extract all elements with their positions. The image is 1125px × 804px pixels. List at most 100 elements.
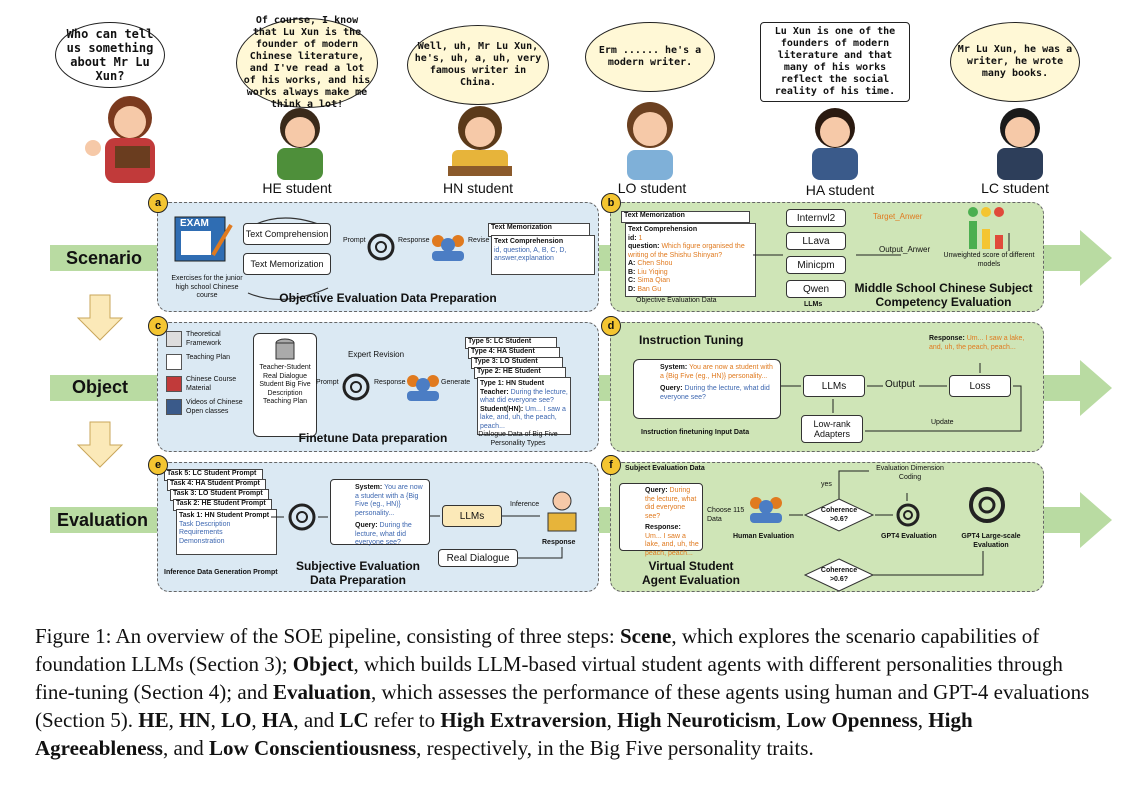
database-icon [275,338,295,360]
badge-c: c [148,316,168,336]
f-coherence2: Coherence >0.6? [820,567,858,583]
plan-icon [166,354,182,370]
he-label: HE student [262,180,332,196]
lo-label: LO student [617,180,687,196]
e-inference-label: Inference [510,501,540,508]
d-input-box: System: You are now a student with a {Bi… [633,359,781,419]
row-label-scenario: Scenario [66,248,143,268]
c-db-box: Teacher-Student Real Dialogue Student Bi… [253,333,317,437]
e-reader-icon [547,491,577,532]
f-yes: yes [821,481,832,488]
b-target: Target_Anwer [873,212,923,221]
panel-d: Instruction Tuning System: You are now a… [610,322,1044,452]
d-lora-box: Low-rank Adapters [801,415,863,443]
panel-e-title: Subjective Evaluation Data Preparation [295,559,421,587]
exam-label: EXAM [180,218,209,229]
panel-a: EXAM Exercises for the junior high schoo… [157,202,599,312]
e-connectors [271,515,563,559]
teacher-bubble: Who can tell us something about Mr Lu Xu… [55,22,165,88]
b-output: Output_Anwer [879,245,931,254]
lc-label: LC student [981,180,1049,196]
f-data-box: Query: During the lecture, what did ever… [619,483,703,557]
panel-c-title: Finetune Data preparation [298,431,448,445]
text-memorization-box: Text Memorization [243,253,331,275]
b-card-front: Text Comprehension id: 1 question: Which… [625,223,756,297]
d-input-caption: Instruction finetuning Input Data [641,429,750,436]
row-label-object: Object [72,377,129,397]
badge-b: b [601,193,621,213]
e-inf-caption: Inference Data Generation Prompt [164,569,278,576]
f-diamonds [789,470,984,591]
framework-icon [166,331,182,347]
d-output-label: Output [885,379,916,390]
b-llms-caption: LLMs [804,301,823,308]
he-student-figure [277,108,323,180]
ha-label: HA student [805,182,875,198]
panel-f: Subject Evaluation Data Query: During th… [610,462,1044,592]
model-llava: LLava [786,232,846,250]
e-chatgpt-icon [288,503,316,531]
lc-student-figure [997,108,1043,180]
c-expert-label: Expert Revision [348,350,405,359]
panel-a-title: Objective Evaluation Data Preparation [279,291,497,305]
f-coherence1: Coherence >0.6? [820,507,858,523]
reviewers-icon [432,235,464,261]
down-arrow-1 [76,294,124,341]
panel-f-title: Virtual Student Agent Evaluation [641,559,740,587]
b-connectors [753,233,1010,256]
d-loss-box: Loss [949,375,1011,397]
badge-e: e [148,455,168,475]
response-label: Response [398,237,430,244]
f-choose-label: Choose 115 Data [707,507,745,523]
task1: Task 1: HN Student Prompt Task Descripti… [176,509,277,555]
lc-bubble: Mr Lu Xun, he was a writer, he wrote man… [950,22,1080,102]
row-label-evaluation: Evaluation [57,510,149,530]
f-data-title: Subject Evaluation Data [625,465,705,472]
c-prompt-label: Prompt [316,379,339,386]
c-chatgpt-icon [342,373,370,401]
f-gpt4-icon [896,503,920,527]
hn-label: HN student [442,180,514,196]
f-gpt4-large-label: GPT4 Large-scale Evaluation [961,533,1021,549]
hn-student-figure [448,106,512,176]
c-reviewers-icon [407,375,439,401]
c-dialog-caption: Dialogue Data of Big Five Personality Ty… [478,431,558,447]
c-response-label: Response [374,379,406,386]
video-icon [166,399,182,415]
text-comprehension-box: Text Comprehension [243,223,331,245]
ha-student-figure [812,108,858,180]
panel-d-title: Instruction Tuning [639,333,744,347]
exam-icon [174,216,233,262]
model-internvl2: Internvl2 [786,209,846,227]
c-generate-label: Generate [441,379,471,386]
e-dialog-box: System: You are now a student with a {Bi… [330,479,430,546]
badge-f: f [601,455,621,475]
down-arrow-2 [76,421,124,468]
lo-bubble: Erm ...... he's a modern writer. [585,22,715,92]
f-gpt4-label: GPT4 Evaluation [881,533,937,540]
out-card-front: Text Comprehension id, question, A, B, C… [491,235,595,275]
panel-e: Task 5: LC Student Prompt Task 4: HA Stu… [157,462,599,592]
b-score-caption: Unweighted score of different models [943,252,1035,268]
panel-c: Theoretical Framework Teaching Plan Chin… [157,322,599,452]
model-minicpm: Minicpm [786,256,846,274]
badge-a: a [148,193,168,213]
d-connectors [781,363,1022,432]
score-chart-icon [968,207,1004,249]
book-icon [166,376,182,392]
panel-b: Text Memorization Text Comprehension id:… [610,202,1044,312]
d-llms-box: LLMs [803,375,865,397]
teacher-figure [85,96,155,183]
ha-bubble: Lu Xun is one of the founders of modern … [760,22,910,102]
model-qwen: Qwen [786,280,846,298]
b-card-back: Text Memorization [621,211,750,223]
hn-bubble: Well, uh, Mr Lu Xun, he's, uh, a, uh, ve… [407,25,549,105]
e-llms-box: LLMs [442,505,502,527]
f-coding: Evaluation Dimension Coding [876,465,944,481]
teacher-question: Who can tell us something about Mr Lu Xu… [66,27,154,83]
f-human-label: Human Evaluation [733,533,795,540]
badge-d: d [601,316,621,336]
he-bubble: Of course, I know that Lu Xun is the fou… [236,15,378,110]
lo-student-figure [627,102,673,180]
prompt-label: Prompt [343,237,366,244]
